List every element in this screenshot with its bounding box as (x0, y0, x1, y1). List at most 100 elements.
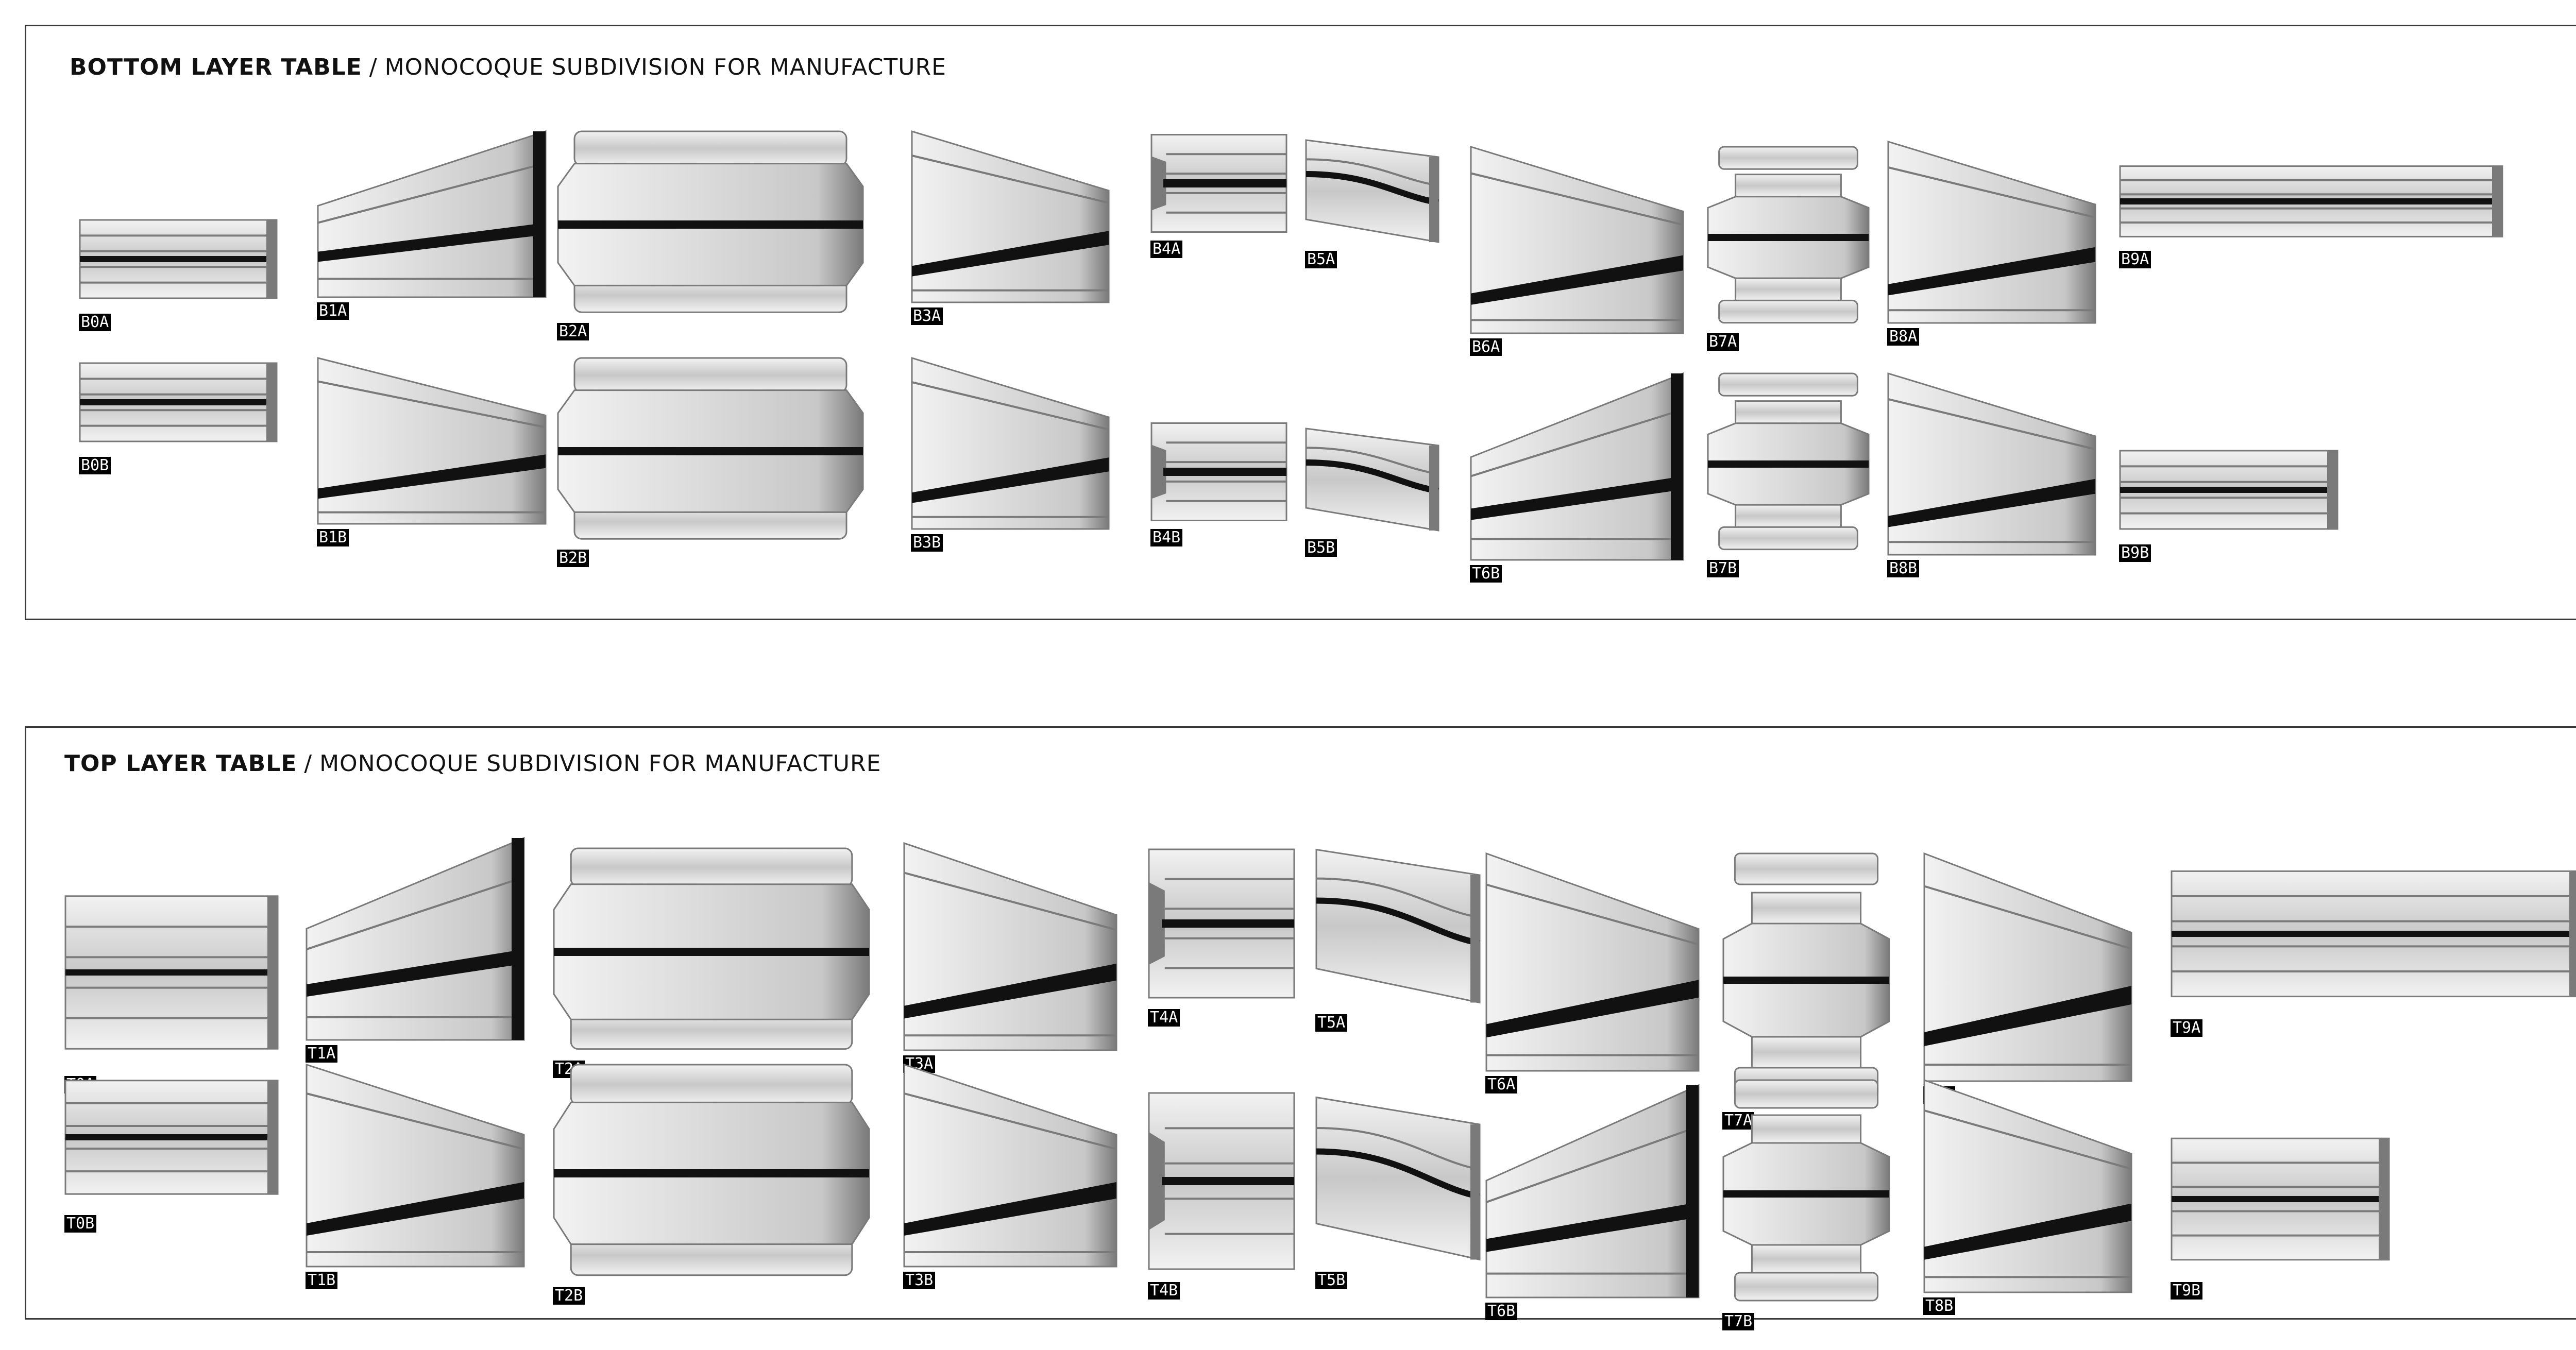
piece-label: B9B (2119, 544, 2151, 562)
piece-b9a (2118, 155, 2504, 248)
piece-t5b (1314, 1088, 1482, 1269)
piece-shape (1470, 372, 1684, 561)
piece-shape (1707, 146, 1870, 324)
piece-t6b (1484, 1083, 1701, 1300)
piece-b0b (78, 351, 279, 454)
piece-label: T8B (1923, 1297, 1956, 1315)
piece-label: T3B (903, 1272, 936, 1289)
piece-t9b (2170, 1119, 2391, 1279)
piece-b2b (556, 356, 865, 546)
piece-shape (1923, 1079, 2132, 1293)
piece-shape (317, 130, 547, 298)
piece-label: B9A (2119, 251, 2151, 268)
piece-label: T9A (2171, 1019, 2203, 1037)
piece-b2a (556, 129, 865, 320)
piece-shape (1887, 372, 2096, 556)
piece-b7b (1706, 371, 1871, 557)
piece-b5b (1304, 423, 1440, 536)
piece-t2b (552, 1063, 871, 1284)
piece-shape (1148, 1092, 1295, 1270)
piece-shape (2119, 450, 2338, 530)
piece-shape (1485, 1084, 1700, 1298)
piece-label: B8A (1887, 328, 1920, 346)
piece-shape (306, 1063, 525, 1268)
piece-label: T4A (1148, 1009, 1180, 1027)
piece-label: B1A (317, 302, 349, 320)
piece-label: T0B (64, 1215, 97, 1233)
piece-b7a (1706, 145, 1871, 330)
piece-shape (1150, 422, 1287, 521)
piece-shape (79, 219, 278, 299)
piece-shape (1707, 372, 1870, 551)
piece-t7b (1721, 1078, 1891, 1310)
piece-label: T9B (2171, 1282, 2203, 1300)
piece-t0a (63, 872, 280, 1073)
piece-label: T5A (1315, 1014, 1348, 1032)
piece-shape (1315, 848, 1481, 1004)
piece-label: T1B (306, 1272, 338, 1289)
piece-t2a (552, 846, 871, 1057)
title-separator: / (304, 750, 313, 777)
piece-label: T6A (1485, 1076, 1518, 1093)
piece-t1a (304, 836, 526, 1042)
piece-shape (1305, 428, 1439, 532)
piece-t6b (1469, 371, 1685, 562)
piece-shape (1148, 848, 1295, 999)
bottom-layer-panel: BOTTOM LAYER TABLE/MONOCOQUE SUBDIVISION… (25, 25, 2576, 620)
piece-b6a (1469, 145, 1685, 335)
piece-shape (306, 836, 525, 1041)
piece-t5a (1314, 841, 1482, 1011)
piece-t6a (1484, 851, 1701, 1073)
piece-label: B4B (1150, 529, 1183, 546)
top-layer-title: TOP LAYER TABLE/MONOCOQUE SUBDIVISION FO… (64, 750, 881, 777)
piece-shape (1315, 1096, 1481, 1261)
piece-label: B5B (1305, 539, 1337, 557)
piece-label: T7A (1722, 1112, 1755, 1130)
piece-label: T1A (306, 1045, 338, 1063)
piece-shape (2171, 1137, 2390, 1261)
piece-t0b (63, 1063, 280, 1212)
piece-t8a (1922, 851, 2133, 1083)
bottom-layer-title: BOTTOM LAYER TABLE/MONOCOQUE SUBDIVISION… (70, 54, 946, 80)
piece-label: T4B (1148, 1282, 1180, 1300)
piece-shape (553, 1064, 870, 1276)
piece-label: B7A (1707, 333, 1739, 351)
piece-b1a (316, 129, 548, 299)
piece-t3b (902, 1063, 1118, 1269)
piece-shape (64, 895, 279, 1050)
piece-shape (553, 847, 870, 1050)
piece-b8a (1886, 140, 2097, 325)
piece-b8b (1886, 371, 2097, 557)
top-layer-panel: TOP LAYER TABLE/MONOCOQUE SUBDIVISION FO… (25, 726, 2576, 1330)
piece-shape (557, 130, 864, 313)
piece-shape (1470, 145, 1684, 334)
piece-label: B2A (557, 323, 589, 340)
piece-t3a (902, 841, 1118, 1052)
piece-b4a (1149, 129, 1289, 237)
piece-shape (1923, 852, 2132, 1082)
piece-shape (1150, 134, 1287, 233)
piece-label: T7B (1722, 1313, 1755, 1330)
piece-label: B0B (79, 457, 111, 474)
piece-shape (2171, 870, 2576, 998)
piece-label: B5A (1305, 251, 1337, 268)
piece-shape (1485, 852, 1700, 1072)
piece-label: B3B (911, 534, 943, 552)
piece-label: B3A (911, 307, 943, 325)
piece-b3a (910, 129, 1111, 304)
piece-t7a (1721, 851, 1891, 1109)
piece-label: B6A (1470, 338, 1502, 356)
piece-label: T6B (1470, 565, 1502, 583)
piece-shape (317, 357, 547, 525)
piece-t4b (1147, 1083, 1296, 1279)
piece-shape (557, 357, 864, 540)
piece-t9a (2170, 851, 2576, 1016)
piece-shape (1305, 139, 1439, 243)
bottom-layer-title-rest: MONOCOQUE SUBDIVISION FOR MANUFACTURE (384, 54, 946, 80)
piece-shape (64, 1080, 279, 1195)
piece-t4a (1147, 841, 1296, 1006)
piece-b5a (1304, 134, 1440, 248)
piece-shape (911, 130, 1110, 303)
piece-label: B2B (557, 550, 589, 567)
piece-shape (903, 842, 1117, 1051)
